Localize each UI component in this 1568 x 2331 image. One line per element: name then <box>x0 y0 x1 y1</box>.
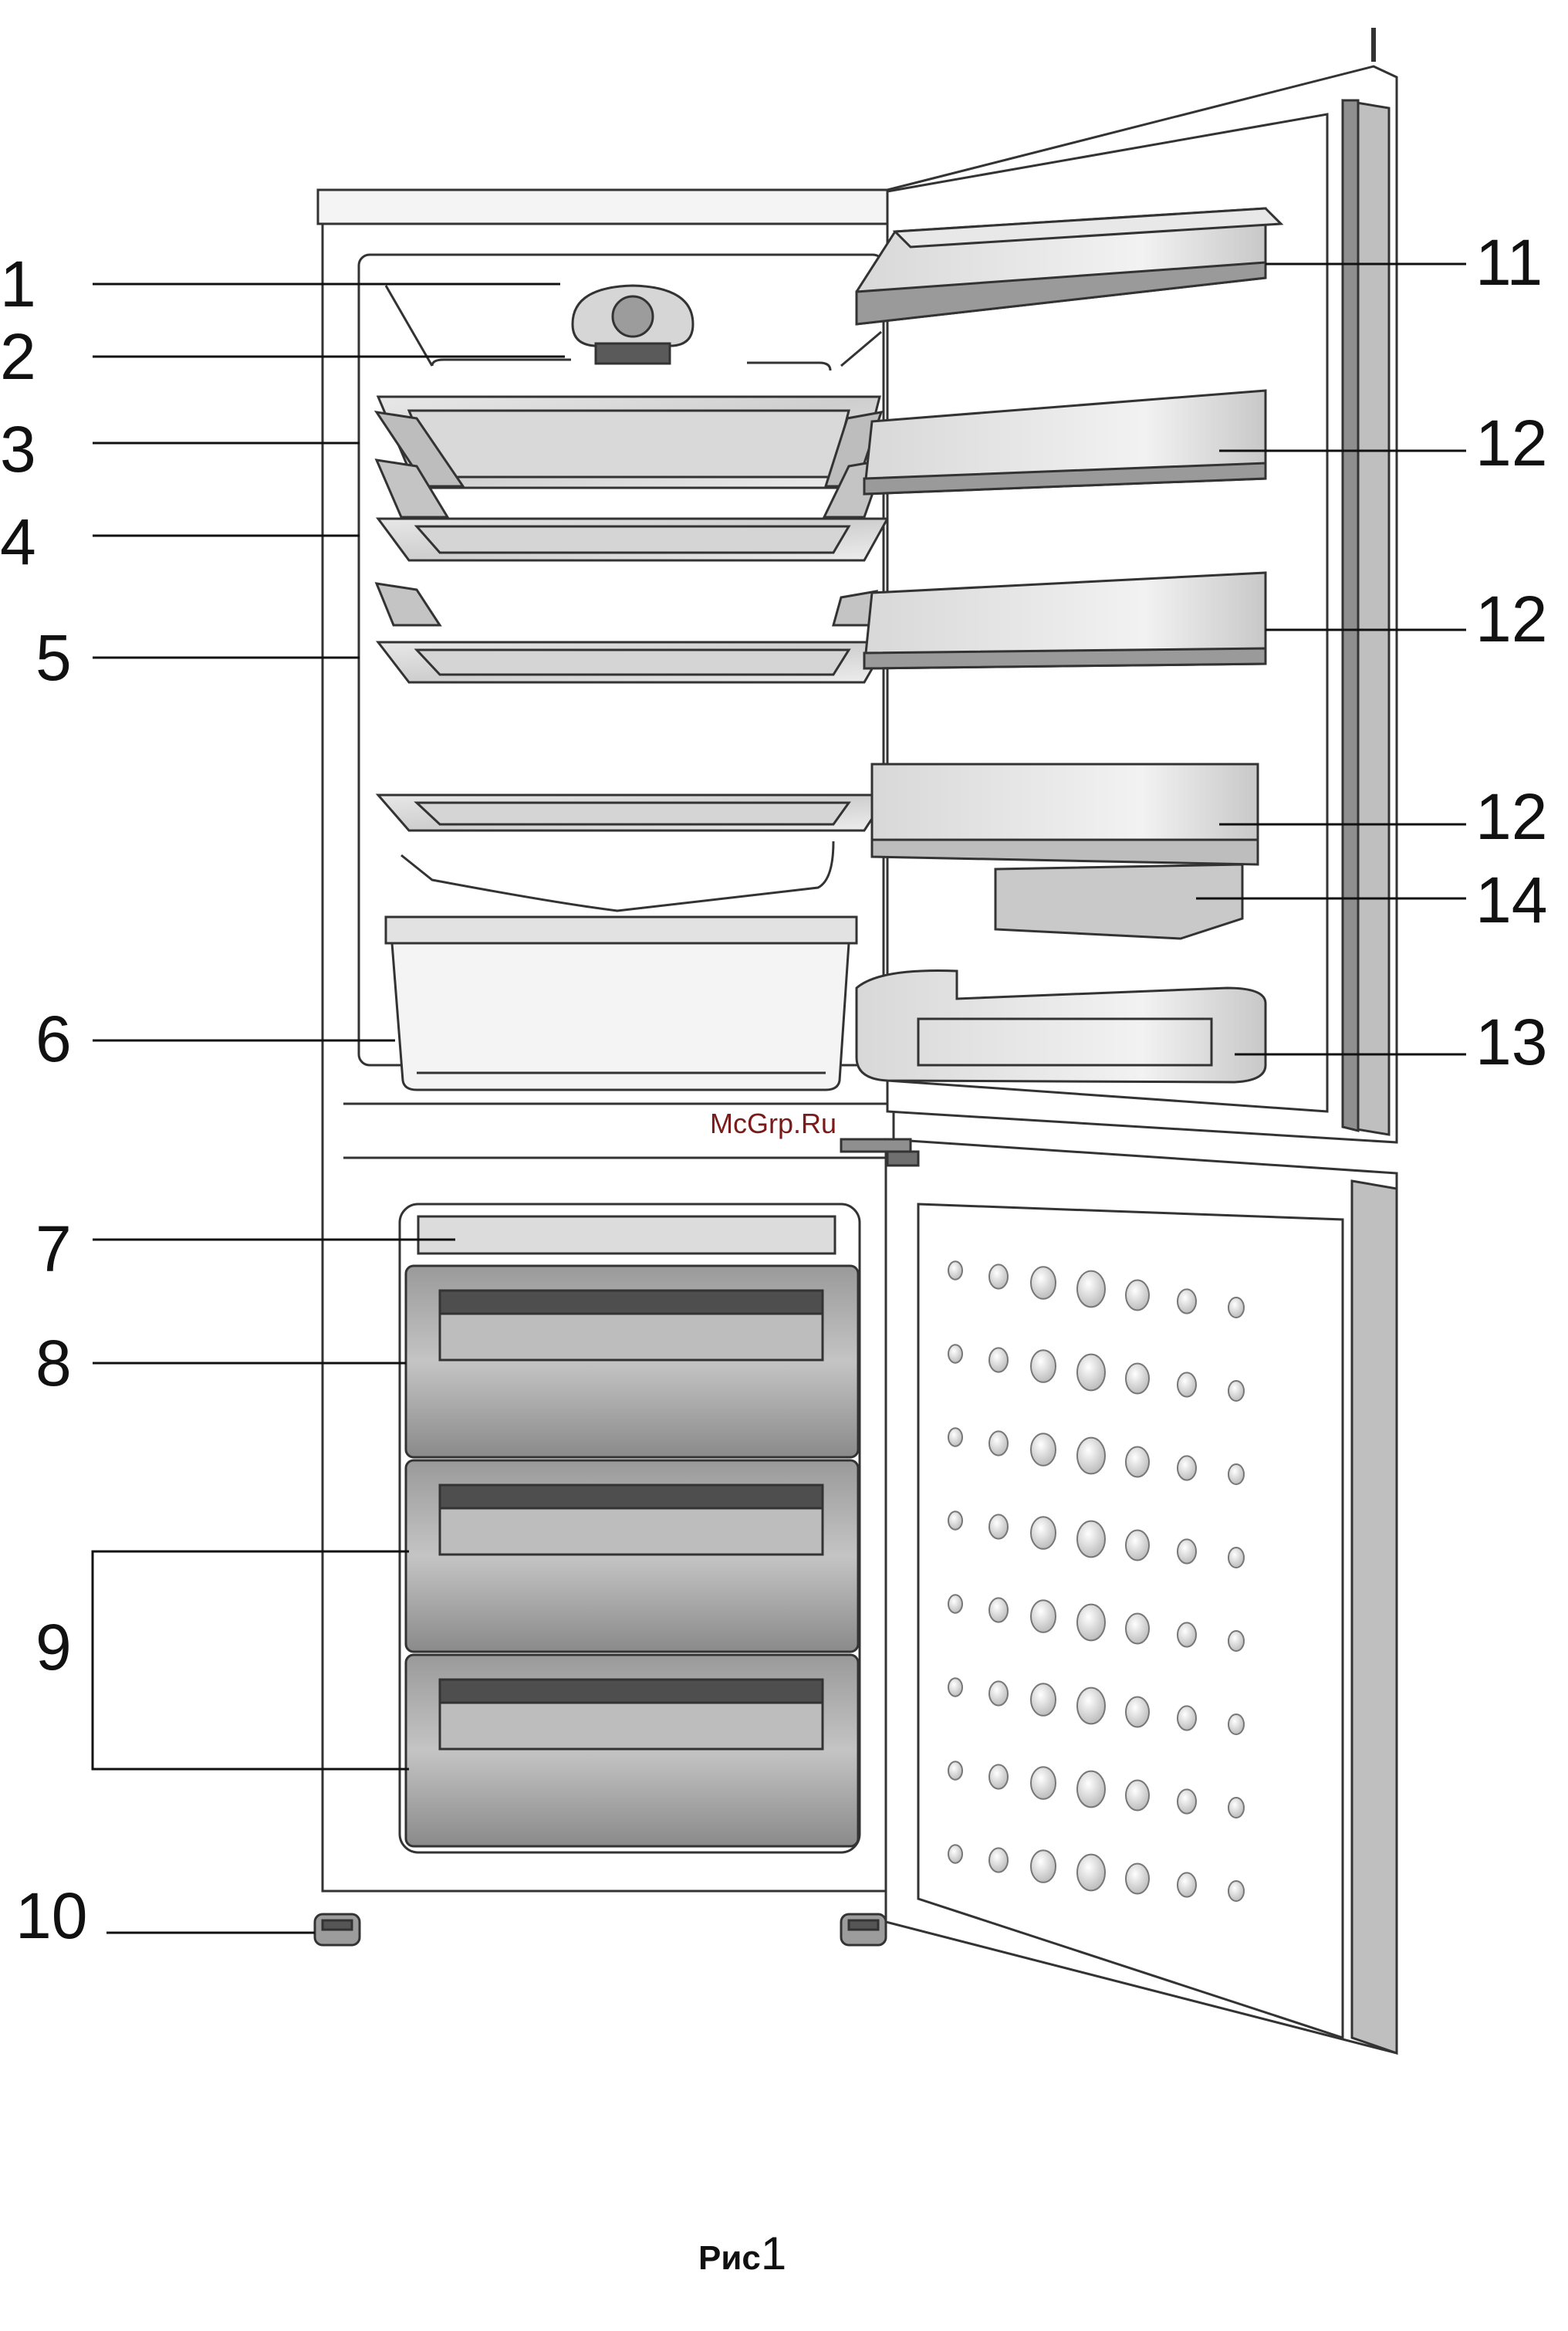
dimple <box>989 1264 1008 1288</box>
dimple <box>989 1681 1008 1705</box>
dimple <box>948 1845 962 1862</box>
dimple <box>1126 1281 1149 1311</box>
dimple <box>1077 1605 1105 1641</box>
crisper-drawer <box>386 917 857 1090</box>
freezer-drawers <box>406 1216 858 1846</box>
dimple <box>948 1261 962 1279</box>
dimple <box>1228 1881 1244 1901</box>
dimple <box>989 1431 1008 1455</box>
dimple <box>1228 1631 1244 1651</box>
dimple <box>1178 1289 1196 1313</box>
dimple <box>1031 1850 1056 1883</box>
dimple <box>1178 1539 1196 1563</box>
callout-13: 13 <box>1475 1010 1547 1074</box>
freezer-door <box>841 1139 1397 2053</box>
dimple <box>989 1348 1008 1372</box>
dimple <box>1178 1622 1196 1646</box>
caption-word: Рис <box>698 2239 761 2277</box>
callout-9: 9 <box>35 1615 72 1680</box>
dimple <box>1178 1706 1196 1730</box>
dimple <box>1178 1873 1196 1896</box>
dimple <box>1031 1433 1056 1466</box>
dimple <box>989 1514 1008 1538</box>
adjustable-feet <box>315 1914 886 1945</box>
callout-3: 3 <box>0 417 36 482</box>
dimple <box>1077 1271 1105 1308</box>
callout-2: 2 <box>0 324 36 389</box>
dimple <box>989 1764 1008 1788</box>
figure-caption: Рис1 <box>698 2227 786 2280</box>
dimple <box>948 1595 962 1612</box>
callout-14: 14 <box>1475 868 1547 932</box>
callout-12-top: 12 <box>1475 411 1547 475</box>
dimple <box>1031 1683 1056 1716</box>
dimple <box>948 1345 962 1362</box>
dimple <box>1228 1714 1244 1734</box>
dimple <box>989 1598 1008 1622</box>
watermark: McGrp.Ru <box>710 1108 836 1140</box>
callout-5: 5 <box>35 625 72 690</box>
dimple <box>1178 1456 1196 1480</box>
dimple <box>1031 1767 1056 1799</box>
dimple <box>1126 1697 1149 1727</box>
callout-6: 6 <box>35 1006 72 1071</box>
dimple <box>1228 1297 1244 1318</box>
dimple <box>1126 1864 1149 1894</box>
dimple <box>948 1428 962 1446</box>
callout-7: 7 <box>35 1216 72 1281</box>
dimple <box>1031 1517 1056 1549</box>
dimple <box>1031 1267 1056 1299</box>
dimple <box>1178 1372 1196 1396</box>
callout-4: 4 <box>0 509 36 574</box>
callout-12-middle: 12 <box>1475 587 1547 651</box>
callout-1: 1 <box>0 252 36 316</box>
dimple <box>1077 1521 1105 1558</box>
dimple <box>1031 1350 1056 1382</box>
dimple <box>1126 1781 1149 1811</box>
callout-11: 11 <box>1475 230 1543 295</box>
dimple <box>1126 1447 1149 1477</box>
dimple <box>1126 1531 1149 1561</box>
dimple <box>1077 1855 1105 1891</box>
dimple <box>1178 1789 1196 1813</box>
dimple <box>1077 1771 1105 1808</box>
caption-number: 1 <box>761 2228 786 2279</box>
dimple <box>1077 1438 1105 1474</box>
dimple <box>948 1761 962 1779</box>
dimple <box>1228 1464 1244 1484</box>
callout-8: 8 <box>35 1331 72 1396</box>
dimple <box>1077 1688 1105 1724</box>
dimple <box>1126 1364 1149 1394</box>
dimple <box>1228 1381 1244 1401</box>
callout-10: 10 <box>15 1883 87 1948</box>
dimple <box>1126 1614 1149 1644</box>
dimple <box>948 1511 962 1529</box>
dimple <box>1031 1600 1056 1632</box>
dimple <box>1228 1798 1244 1818</box>
dimple <box>1228 1548 1244 1568</box>
dimple <box>948 1678 962 1696</box>
dimple <box>1077 1355 1105 1391</box>
dimple <box>989 1848 1008 1872</box>
callout-12-bottom: 12 <box>1475 784 1547 849</box>
